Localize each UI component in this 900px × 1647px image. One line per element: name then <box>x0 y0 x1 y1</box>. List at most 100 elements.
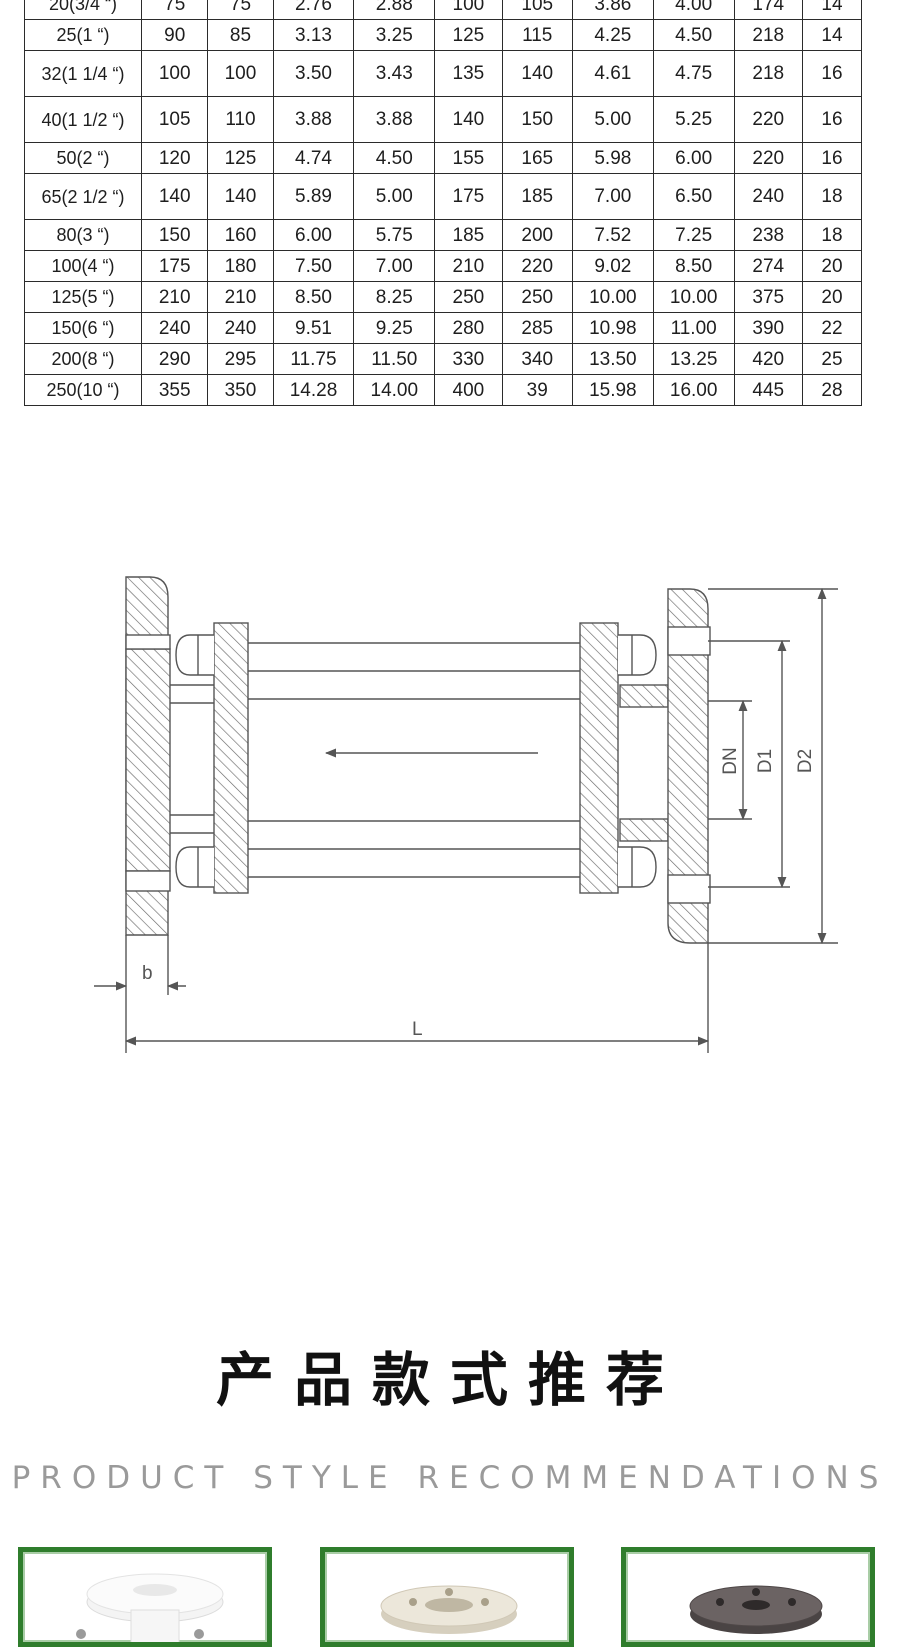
table-cell: 18 <box>801 173 863 220</box>
size-cell: 65(2 1/2 “) <box>23 173 143 220</box>
size-cell: 50(2 “) <box>23 142 143 174</box>
table-cell: 330 <box>434 343 503 375</box>
table-cell: 100 <box>434 0 503 20</box>
table-cell: 4.00 <box>652 0 735 20</box>
table-cell: 5.00 <box>571 96 654 143</box>
table-cell: 10.00 <box>571 281 654 313</box>
table-cell: 150 <box>501 96 573 143</box>
size-cell: 100(4 “) <box>23 250 143 282</box>
table-cell: 7.00 <box>353 250 436 282</box>
table-cell: 105 <box>501 0 573 20</box>
table-cell: 3.86 <box>571 0 654 20</box>
table-cell: 8.25 <box>353 281 436 313</box>
table-cell: 210 <box>207 281 274 313</box>
table-cell: 14 <box>801 0 863 20</box>
table-cell: 105 <box>141 96 209 143</box>
table-cell: 3.88 <box>272 96 355 143</box>
table-cell: 175 <box>434 173 503 220</box>
table-cell: 16 <box>801 50 863 97</box>
table-cell: 240 <box>141 312 209 344</box>
table-cell: 16 <box>801 142 863 174</box>
table-cell: 4.50 <box>652 19 735 51</box>
table-cell: 420 <box>733 343 803 375</box>
table-cell: 285 <box>501 312 573 344</box>
table-cell: 3.13 <box>272 19 355 51</box>
dn-label: DN <box>720 747 741 774</box>
table-cell: 115 <box>501 19 573 51</box>
left-inner-flange <box>213 622 249 894</box>
table-cell: 100 <box>207 50 274 97</box>
product-card-3[interactable] <box>621 1547 875 1647</box>
table-cell: 3.43 <box>353 50 436 97</box>
table-cell: 140 <box>434 96 503 143</box>
table-cell: 5.00 <box>353 173 436 220</box>
table-cell: 4.75 <box>652 50 735 97</box>
l-label: L <box>412 1019 423 1040</box>
table-cell: 274 <box>733 250 803 282</box>
table-cell: 120 <box>141 142 209 174</box>
table-cell: 28 <box>801 374 863 406</box>
d2-label: D2 <box>795 749 816 773</box>
table-cell: 125 <box>434 19 503 51</box>
table-cell: 240 <box>207 312 274 344</box>
table-cell: 375 <box>733 281 803 313</box>
table-cell: 20 <box>801 281 863 313</box>
b-label: b <box>142 963 153 984</box>
table-cell: 3.88 <box>353 96 436 143</box>
table-cell: 140 <box>141 173 209 220</box>
table-cell: 14.28 <box>272 374 355 406</box>
table-cell: 11.00 <box>652 312 735 344</box>
table-cell: 3.50 <box>272 50 355 97</box>
table-cell: 220 <box>501 250 573 282</box>
table-cell: 185 <box>434 219 503 251</box>
table-cell: 9.25 <box>353 312 436 344</box>
table-cell: 200 <box>501 219 573 251</box>
table-cell: 3.25 <box>353 19 436 51</box>
table-cell: 25 <box>801 343 863 375</box>
table-cell: 7.00 <box>571 173 654 220</box>
table-cell: 5.98 <box>571 142 654 174</box>
right-inner-flange <box>579 622 619 894</box>
table-cell: 210 <box>141 281 209 313</box>
table-cell: 5.25 <box>652 96 735 143</box>
table-cell: 9.51 <box>272 312 355 344</box>
table-cell: 100 <box>141 50 209 97</box>
table-cell: 85 <box>207 19 274 51</box>
size-cell: 32(1 1/4 “) <box>23 50 143 97</box>
section-title: 产品款式推荐 <box>215 1346 684 1414</box>
table-cell: 6.00 <box>652 142 735 174</box>
table-cell: 2.76 <box>272 0 355 20</box>
table-cell: 150 <box>141 219 209 251</box>
table-cell: 20 <box>801 250 863 282</box>
product-card-2[interactable] <box>320 1547 574 1647</box>
section-subtitle: PRODUCT STYLE RECOMMENDATIONS <box>11 1460 889 1496</box>
table-cell: 175 <box>141 250 209 282</box>
table-cell: 218 <box>733 50 803 97</box>
product-card-1[interactable] <box>18 1547 272 1647</box>
size-cell: 40(1 1/2 “) <box>23 96 143 143</box>
table-cell: 10.00 <box>652 281 735 313</box>
left-flange-bore <box>125 648 171 872</box>
table-cell: 400 <box>434 374 503 406</box>
table-cell: 9.02 <box>571 250 654 282</box>
size-cell: 150(6 “) <box>23 312 143 344</box>
table-cell: 4.61 <box>571 50 654 97</box>
table-cell: 280 <box>434 312 503 344</box>
table-cell: 7.50 <box>272 250 355 282</box>
table-cell: 390 <box>733 312 803 344</box>
size-cell: 250(10 “) <box>23 374 143 406</box>
table-cell: 165 <box>501 142 573 174</box>
white-ptfe-flange-valve-icon <box>76 1573 224 1642</box>
table-cell: 155 <box>434 142 503 174</box>
size-cell: 25(1 “) <box>23 19 143 51</box>
table-cell: 10.98 <box>571 312 654 344</box>
table-cell: 5.89 <box>272 173 355 220</box>
table-cell: 13.25 <box>652 343 735 375</box>
